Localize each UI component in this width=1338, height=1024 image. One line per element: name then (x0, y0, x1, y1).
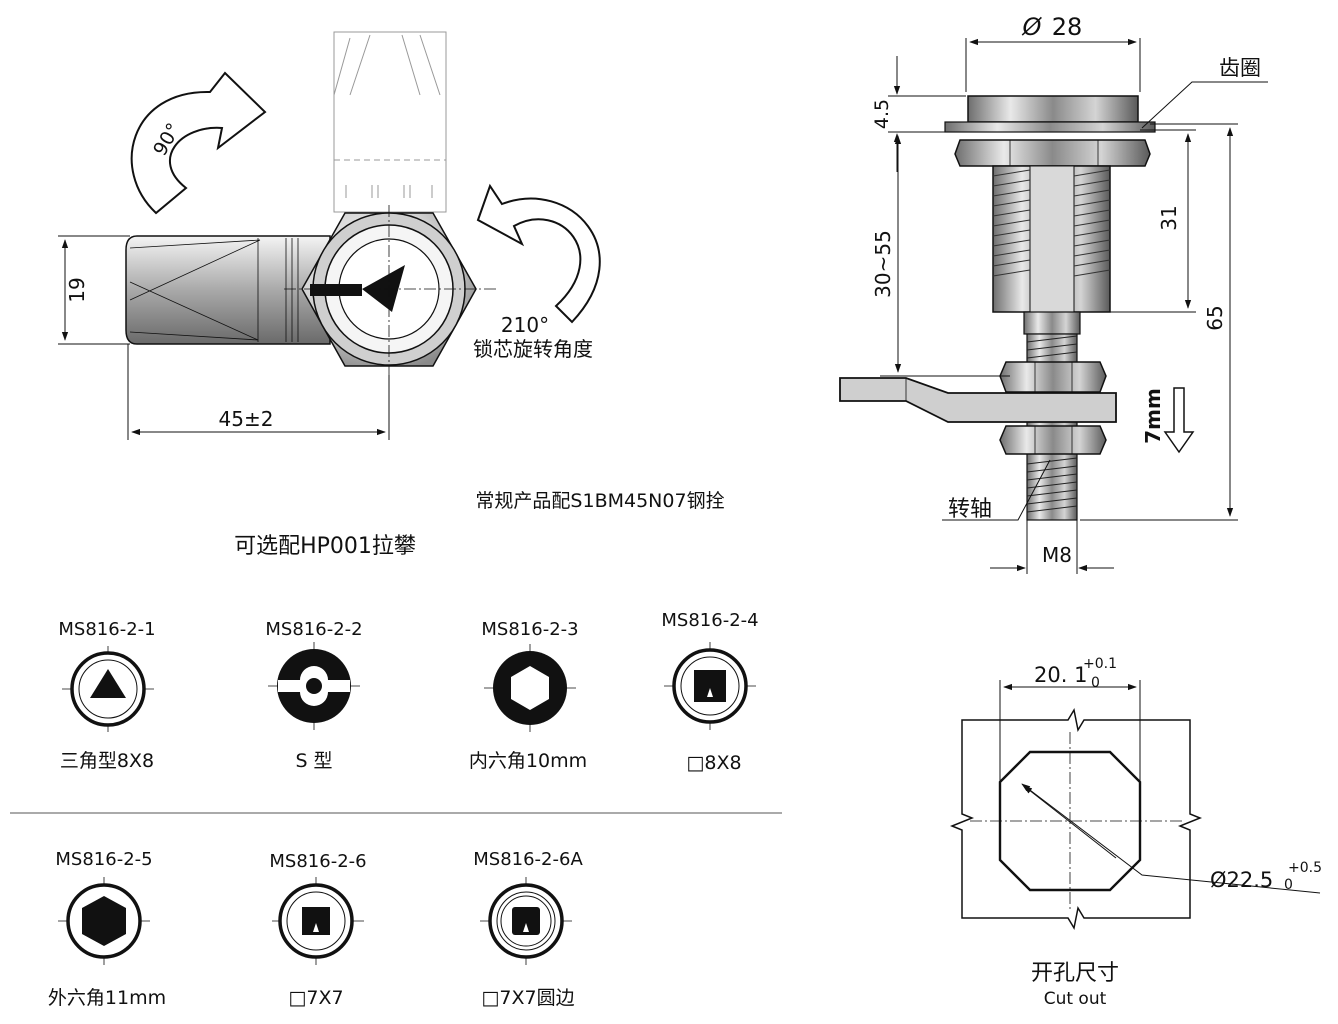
dim-31: 31 (1110, 129, 1196, 313)
variant-code: MS816-2-5 (55, 849, 152, 870)
variant-desc: □7X7 (288, 987, 343, 1009)
dim-30-55-label: 30~55 (871, 230, 895, 298)
label-7mm: 7mm (1141, 388, 1165, 444)
variant-desc: 外六角11mm (48, 987, 166, 1009)
label-gear-ring: 齿圈 (1219, 56, 1261, 80)
dim-19: 19 (58, 235, 130, 345)
rotate-210-label: 210° (501, 313, 549, 337)
cutout-dia-tol-lower: 0 (1284, 877, 1293, 893)
dim-30-55: 30~55 (871, 135, 1010, 377)
note-standard-pin: 常规产品配S1BM45N07钢拴 (475, 490, 724, 512)
variant-desc: 三角型8X8 (60, 750, 154, 772)
variant-code: MS816-2-6A (473, 849, 583, 870)
dim-dia-28: Ø 28 (965, 13, 1141, 92)
cutout-width: 20. 1 (1034, 663, 1087, 687)
square-8-core-icon (694, 670, 726, 702)
side-view: Ø 28 4.5 (839, 13, 1268, 574)
variant-code: MS816-2-6 (269, 851, 366, 872)
dim-19-label: 19 (65, 277, 89, 302)
rotate-210-arrow: 210° 锁芯旋转角度 (473, 183, 601, 361)
square-7-round-core-icon (512, 907, 540, 935)
ghost-cam (333, 31, 447, 213)
dim-65: 65 (1080, 123, 1238, 521)
variant-code: MS816-2-1 (58, 619, 155, 640)
dim-65-label: 65 (1203, 305, 1227, 330)
rotate-90-arrow: 90° (130, 71, 267, 215)
cutout-dia: Ø22.5 (1210, 868, 1273, 892)
dim-4-5-label: 4.5 (871, 99, 893, 129)
variant-grid: MS816-2-1 三角型8X8 MS816-2-2 S 型 MS816-2-3… (10, 610, 782, 1009)
dim-45: 45±2 (127, 344, 390, 440)
triangle-core-icon (362, 265, 405, 312)
cam (125, 235, 331, 345)
triangle-core-icon (90, 669, 126, 698)
label-shaft: 转轴 (948, 497, 992, 522)
variant-1: MS816-2-1 三角型8X8 (58, 619, 155, 772)
lock-body-front (284, 205, 498, 375)
cutout-dia-tol-upper: +0.5 (1288, 860, 1322, 876)
thread-lines (992, 169, 1111, 277)
dim-m8-label: M8 (1042, 543, 1072, 567)
cutout-subtitle: Cut out (1044, 989, 1107, 1009)
variant-6: MS816-2-6 □7X7 (269, 851, 366, 1009)
dim-45-label: 45±2 (219, 407, 274, 431)
hex-head-core-icon (82, 896, 126, 946)
variant-desc: S 型 (295, 750, 332, 772)
variant-code: MS816-2-2 (265, 619, 362, 640)
variant-2: MS816-2-2 S 型 (265, 619, 362, 772)
variant-5: MS816-2-5 外六角11mm (48, 849, 166, 1009)
rotate-core-caption: 锁芯旋转角度 (473, 337, 593, 361)
dim-4-5: 4.5 (871, 56, 966, 172)
dim-31-label: 31 (1157, 205, 1181, 230)
variant-desc: 内六角10mm (469, 750, 587, 772)
cam-side (839, 377, 1117, 423)
cutout-drawing: 20. 1 +0.1 0 Ø22.5 +0.5 0 开孔尺寸 Cut out (949, 656, 1322, 1009)
down-arrow-icon (1163, 387, 1195, 454)
cutout-title: 开孔尺寸 (1031, 961, 1119, 986)
dim-dia-28-label: 28 (1052, 13, 1083, 41)
svg-text:Ø: Ø (1022, 13, 1043, 41)
cutout-width-tol-upper: +0.1 (1083, 656, 1117, 672)
variant-desc: □8X8 (686, 752, 741, 774)
note-optional-handle: 可选配HP001拉攀 (234, 534, 416, 559)
cutout-width-tol-lower: 0 (1091, 675, 1100, 691)
variant-code: MS816-2-3 (481, 619, 578, 640)
dim-m8: M8 (990, 520, 1114, 574)
variant-desc: □7X7圆边 (481, 987, 574, 1009)
variant-7: MS816-2-6A □7X7圆边 (473, 849, 583, 1009)
variant-3: MS816-2-3 内六角10mm (469, 619, 587, 772)
variant-4: MS816-2-4 □8X8 (661, 610, 758, 774)
variant-code: MS816-2-4 (661, 610, 758, 631)
top-view: 90° 210° 锁芯旋转角度 19 45±2 (58, 31, 601, 440)
